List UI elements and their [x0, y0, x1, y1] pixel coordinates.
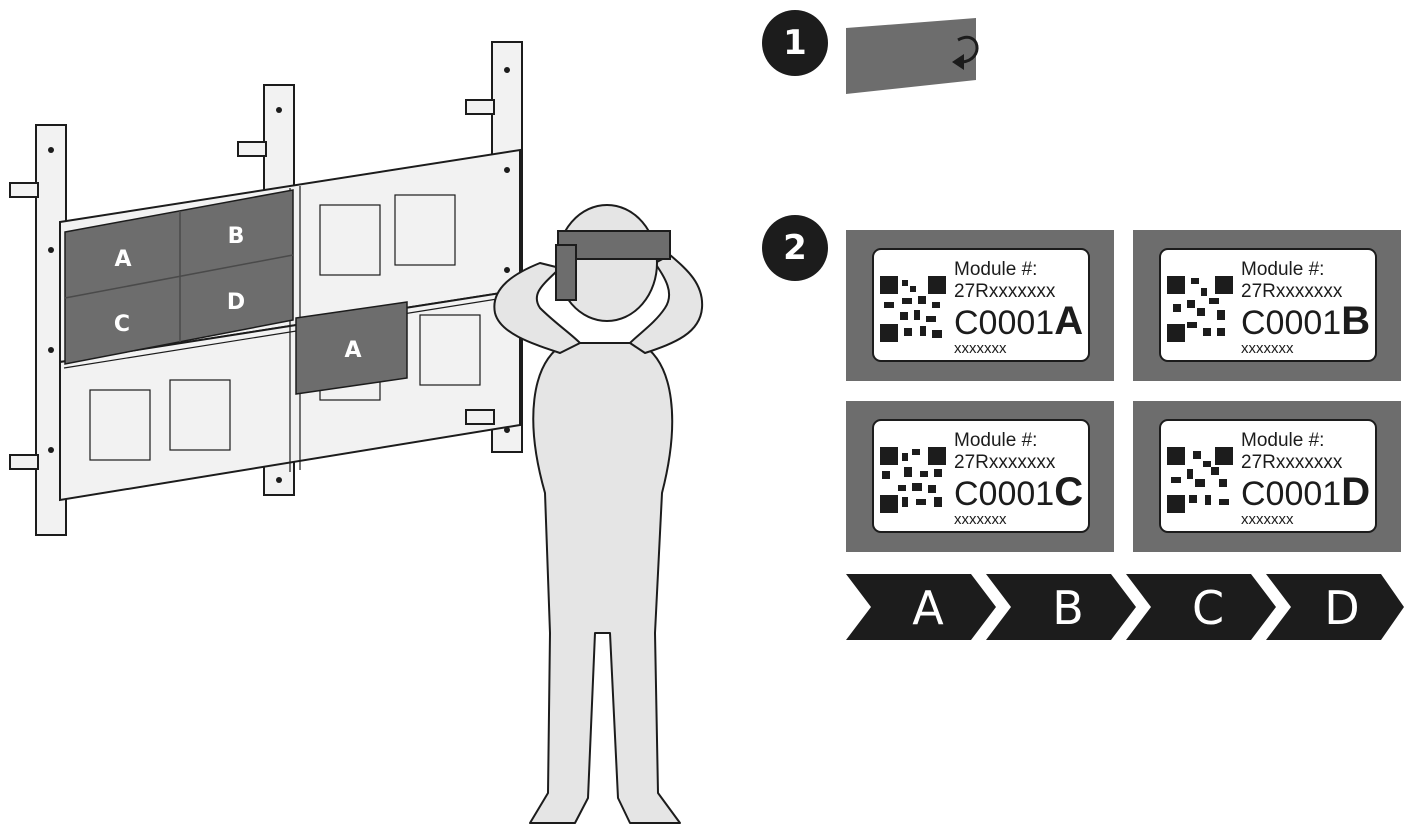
label-footer: xxxxxxx — [954, 340, 1007, 357]
module-label-d: D — [227, 290, 245, 315]
module-label-a: A — [114, 247, 131, 272]
label-card-b: Module #: 27Rxxxxxxx C0001B xxxxxxx — [1133, 230, 1401, 381]
step-badge-2: 2 — [762, 215, 828, 281]
module-label-b: B — [228, 224, 245, 249]
label-footer: xxxxxxx — [1241, 511, 1294, 528]
held-module-edge — [556, 245, 576, 300]
label-title: Module #: — [1241, 259, 1324, 281]
module-label-sticker: Module #: 27Rxxxxxxx C0001B xxxxxxx — [1159, 248, 1377, 362]
bracket — [238, 142, 266, 156]
label-code: C0001A — [954, 303, 1083, 341]
installer-figure — [470, 193, 730, 833]
module-label-sticker: Module #: 27Rxxxxxxx C0001C xxxxxxx — [872, 419, 1090, 533]
label-code: C0001C — [954, 474, 1083, 512]
qr-code-icon — [880, 447, 946, 513]
qr-code-icon — [1167, 447, 1233, 513]
peel-film-icon — [840, 10, 990, 100]
step-badge-1: 1 — [762, 10, 828, 76]
sequence-label-a: A — [912, 581, 944, 635]
label-title: Module #: — [1241, 430, 1324, 452]
bracket — [466, 100, 494, 114]
module-label-sticker: Module #: 27Rxxxxxxx C0001D xxxxxxx — [1159, 419, 1377, 533]
bracket — [10, 183, 38, 197]
film-sheet — [846, 18, 976, 94]
module-label-sticker: Module #: 27Rxxxxxxx C0001A xxxxxxx — [872, 248, 1090, 362]
body — [530, 343, 680, 823]
sequence-label-d: D — [1324, 581, 1359, 635]
qr-code-icon — [1167, 276, 1233, 342]
sequence-label-c: C — [1192, 581, 1224, 635]
label-serial: 27Rxxxxxxx — [1241, 281, 1342, 303]
install-sequence: A B C D — [846, 574, 1406, 640]
label-card-c: Module #: 27Rxxxxxxx C0001C xxxxxxx — [846, 401, 1114, 552]
label-serial: 27Rxxxxxxx — [954, 452, 1055, 474]
label-title: Module #: — [954, 259, 1037, 281]
label-serial: 27Rxxxxxxx — [954, 281, 1055, 303]
module-label-placed: A — [344, 338, 361, 363]
module-label-c: C — [114, 312, 130, 337]
bracket — [10, 455, 38, 469]
qr-code-icon — [880, 276, 946, 342]
label-code: C0001D — [1241, 474, 1370, 512]
label-card-a: Module #: 27Rxxxxxxx C0001A xxxxxxx — [846, 230, 1114, 381]
sequence-label-b: B — [1052, 581, 1084, 635]
label-code: C0001B — [1241, 303, 1370, 341]
label-footer: xxxxxxx — [1241, 340, 1294, 357]
label-serial: 27Rxxxxxxx — [1241, 452, 1342, 474]
label-title: Module #: — [954, 430, 1037, 452]
label-card-d: Module #: 27Rxxxxxxx C0001D xxxxxxx — [1133, 401, 1401, 552]
label-footer: xxxxxxx — [954, 511, 1007, 528]
